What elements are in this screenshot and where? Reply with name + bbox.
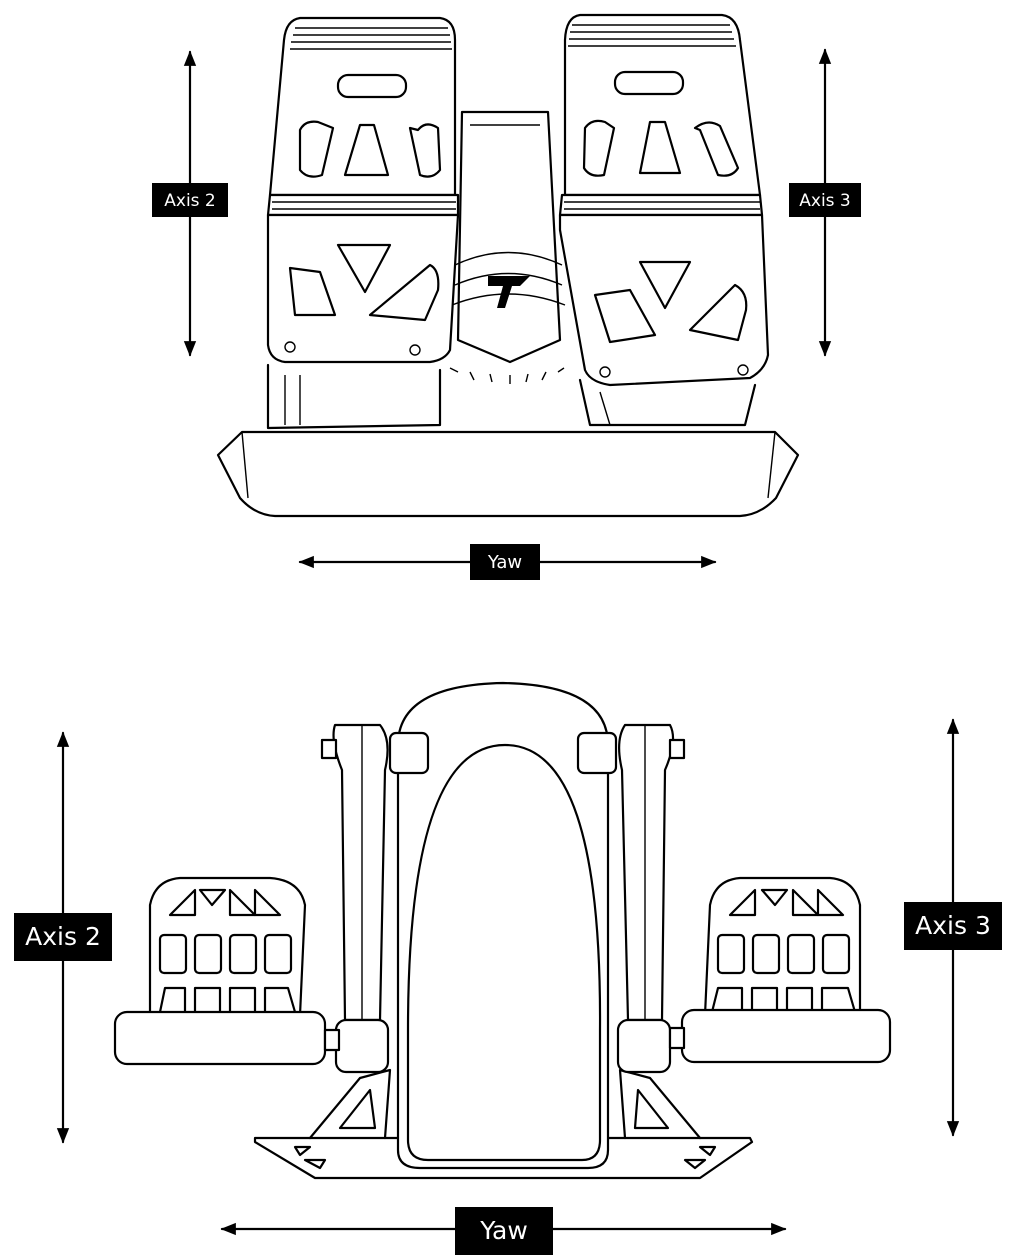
top-center-column [456, 110, 562, 364]
top-axis2-label: Axis 2 [152, 183, 228, 217]
bottom-yaw-label: Yaw [455, 1207, 553, 1255]
bottom-left-pedal [113, 876, 341, 1066]
svg-text:Axis 2: Axis 2 [25, 922, 101, 951]
svg-text:Yaw: Yaw [487, 552, 522, 573]
bottom-axis3-label: Axis 3 [904, 902, 1002, 950]
top-right-pedal [558, 13, 770, 387]
svg-text:Yaw: Yaw [479, 1216, 528, 1245]
top-axis3-label: Axis 3 [789, 183, 861, 217]
top-base [216, 430, 800, 518]
svg-text:Axis 3: Axis 3 [915, 911, 991, 940]
svg-text:Axis 3: Axis 3 [799, 191, 851, 211]
top-yaw-label: Yaw [470, 544, 540, 580]
bottom-rudder-pedals [113, 681, 892, 1180]
top-scale-ticks [449, 367, 565, 384]
svg-text:Axis 2: Axis 2 [164, 191, 216, 211]
bottom-right-pedal [668, 876, 892, 1064]
bottom-center-body [396, 681, 610, 1170]
top-left-pedal [266, 16, 460, 364]
logo-icon [488, 276, 530, 308]
top-rudder-pedals [216, 13, 800, 518]
bottom-axis2-label: Axis 2 [14, 913, 112, 961]
bottom-base-plate [253, 1136, 754, 1180]
